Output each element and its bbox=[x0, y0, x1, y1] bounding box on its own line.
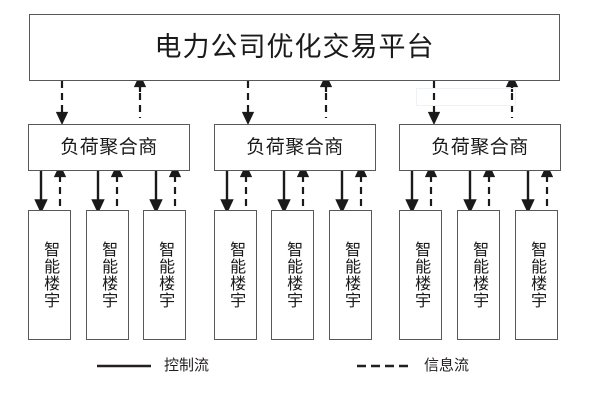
building-label: 智能楼宇 bbox=[342, 241, 360, 309]
building-label: 智能楼宇 bbox=[41, 241, 59, 309]
legend-info-flow: 信息流 bbox=[356, 358, 469, 373]
building-label: 智能楼宇 bbox=[156, 241, 174, 309]
building-to-aggregator-info-links bbox=[53, 163, 554, 206]
building-label: 智能楼宇 bbox=[99, 241, 117, 309]
building-node-4[interactable]: 智能楼宇 bbox=[214, 210, 257, 340]
aggregator-node-1[interactable]: 负荷聚合商 bbox=[28, 124, 190, 171]
selection-artifact-rect bbox=[416, 88, 516, 106]
legend-info-label: 信息流 bbox=[424, 356, 470, 374]
building-label: 智能楼宇 bbox=[412, 241, 430, 309]
building-node-1[interactable]: 智能楼宇 bbox=[28, 210, 71, 340]
building-label: 智能楼宇 bbox=[470, 241, 488, 309]
solid-line-icon bbox=[97, 364, 151, 367]
platform-node[interactable]: 电力公司优化交易平台 bbox=[29, 14, 560, 81]
dashed-line-icon bbox=[357, 364, 411, 367]
aggregator-label: 负荷聚合商 bbox=[431, 137, 529, 158]
building-node-6[interactable]: 智能楼宇 bbox=[329, 210, 372, 340]
building-label: 智能楼宇 bbox=[227, 241, 245, 309]
legend-control-label: 控制流 bbox=[164, 356, 210, 374]
building-label: 智能楼宇 bbox=[528, 241, 546, 309]
building-node-7[interactable]: 智能楼宇 bbox=[399, 210, 442, 340]
aggregator-label: 负荷聚合商 bbox=[60, 137, 158, 158]
building-node-8[interactable]: 智能楼宇 bbox=[457, 210, 500, 340]
legend-control-flow: 控制流 bbox=[96, 358, 209, 373]
aggregator-to-building-control-links bbox=[34, 171, 535, 214]
aggregator-node-3[interactable]: 负荷聚合商 bbox=[399, 124, 561, 171]
building-label: 智能楼宇 bbox=[284, 241, 302, 309]
building-node-5[interactable]: 智能楼宇 bbox=[271, 210, 314, 340]
platform-label: 电力公司优化交易平台 bbox=[154, 32, 435, 62]
aggregator-to-platform-info-arrowheads bbox=[133, 73, 519, 92]
aggregator-node-2[interactable]: 负荷聚合商 bbox=[214, 124, 376, 171]
building-node-9[interactable]: 智能楼宇 bbox=[515, 210, 558, 340]
building-node-3[interactable]: 智能楼宇 bbox=[143, 210, 186, 340]
building-node-2[interactable]: 智能楼宇 bbox=[86, 210, 129, 340]
aggregator-label: 负荷聚合商 bbox=[246, 137, 344, 158]
